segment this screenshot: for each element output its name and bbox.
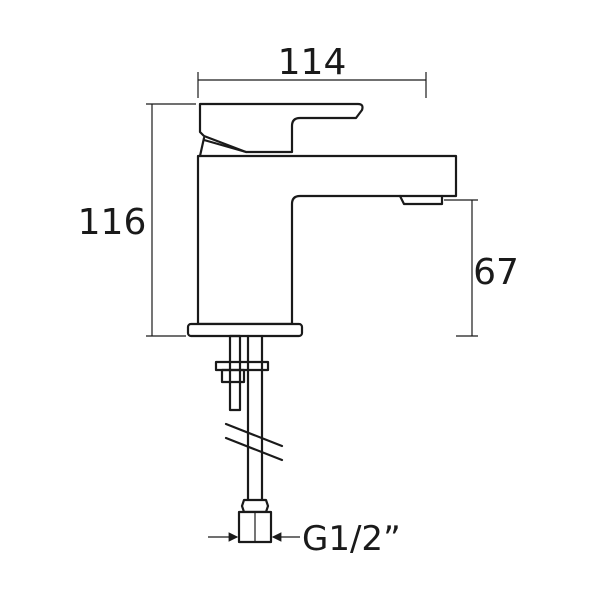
lever-handle xyxy=(198,102,364,154)
fixings xyxy=(214,334,284,544)
dimension-spout-height: 67 xyxy=(444,199,519,337)
base-plate xyxy=(186,322,304,338)
fixing-nut xyxy=(214,360,270,372)
tap-body xyxy=(196,154,458,326)
lever-base xyxy=(198,136,248,158)
aerator xyxy=(398,194,444,206)
tap-outline xyxy=(186,102,458,338)
height-label: 116 xyxy=(78,202,147,243)
break-line-1 xyxy=(224,422,284,448)
dimension-width: 114 xyxy=(197,42,427,98)
dimension-connector: G1/2” xyxy=(208,519,401,559)
fixing-washer xyxy=(220,368,246,384)
width-label: 114 xyxy=(278,42,347,83)
threaded-stud xyxy=(228,334,242,412)
spout-height-label: 67 xyxy=(473,252,519,293)
dimension-height: 116 xyxy=(78,103,196,337)
break-line-2 xyxy=(224,436,284,462)
connector-label: G1/2” xyxy=(302,519,401,559)
hose-connector xyxy=(240,498,270,514)
